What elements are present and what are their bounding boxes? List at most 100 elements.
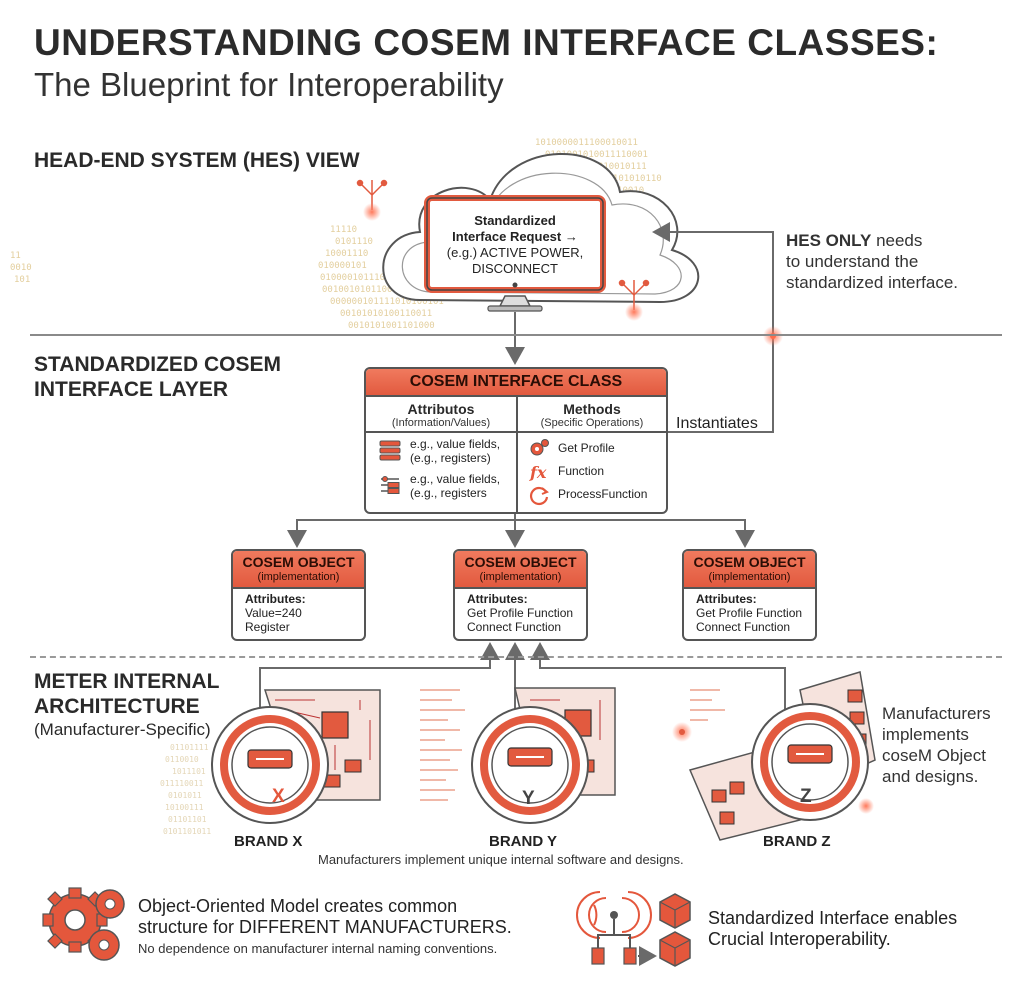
refresh-icon <box>529 486 549 506</box>
meter-heading: METER INTERNAL ARCHITECTURE (Manufacture… <box>34 669 220 741</box>
method-get-profile: Get Profile <box>558 441 615 455</box>
svg-text:11110: 11110 <box>330 225 357 235</box>
attributes-title: Attributos <box>407 401 475 417</box>
svg-text:01101111: 01101111 <box>170 743 209 752</box>
layer-heading: STANDARDIZED COSEM INTERFACE LAYER <box>34 352 281 402</box>
instantiates-label: Instantiates <box>676 415 758 432</box>
meter-divider-line <box>30 656 1002 658</box>
svg-text:0100001011100100: 0100001011100100 <box>320 273 407 283</box>
svg-text:0010: 0010 <box>10 263 32 273</box>
meter-heading-line-3: (Manufacturer-Specific) <box>34 720 211 739</box>
hes-note-rest: needs <box>871 231 923 250</box>
cosem-object-2: COSEM OBJECT (implementation) Attributes… <box>453 549 588 641</box>
binary-decoration: 1010000011100010011 0101001010011110001 … <box>10 138 662 331</box>
attribute-row-1-line-1: e.g., value fields, <box>410 437 501 451</box>
hes-divider-line <box>30 334 1002 336</box>
network-interop-icon <box>576 891 691 967</box>
gear-icon <box>530 439 549 456</box>
svg-text:00101010100110011: 00101010100110011 <box>340 309 432 319</box>
svg-text:0010101001101000: 0010101001101000 <box>348 321 435 331</box>
svg-text:011110011: 011110011 <box>160 779 204 788</box>
brand-y-label: BRAND Y <box>489 833 558 850</box>
svg-text:11: 11 <box>10 251 21 261</box>
svg-text:010000101: 010000101 <box>318 261 367 271</box>
monitor-line-1: Standardized <box>474 213 556 228</box>
footer-left-sub: No dependence on manufacturer internal n… <box>138 941 498 956</box>
layer-heading-line-1: STANDARDIZED COSEM <box>34 353 281 376</box>
svg-text:10001110: 10001110 <box>325 249 368 259</box>
svg-text:0101001010011110001: 0101001010011110001 <box>545 150 648 160</box>
page-title: UNDERSTANDING COSEM INTERFACE CLASSES: <box>34 22 939 63</box>
svg-text:1011101: 1011101 <box>172 767 206 776</box>
monitor-line-2: Interface Request → <box>452 229 578 244</box>
svg-text:0110010: 0110010 <box>165 755 199 764</box>
monitor-icon <box>424 195 606 312</box>
footer-right-text: Standardized Interface enables Crucial I… <box>708 908 957 950</box>
meter-note-line-1: Manufacturers <box>882 704 991 723</box>
svg-text:101: 101 <box>14 275 30 285</box>
hes-heading: HEAD-END SYSTEM (HES) VIEW <box>34 149 360 172</box>
meter-y-letter: Y <box>522 788 535 809</box>
methods-subtitle: (Specific Operations) <box>540 417 644 429</box>
binary-decoration-meters: 01101111 0110010 1011101 011110011 01010… <box>160 743 211 836</box>
footer-left-line-1: Object-Oriented Model creates common <box>138 896 458 916</box>
object-2-line-1: Get Profile Function <box>467 606 574 620</box>
meter-note: Manufacturers implements coseM Object an… <box>882 703 991 787</box>
class-box-title: COSEM INTERFACE CLASS <box>366 369 666 397</box>
methods-column: Methods (Specific Operations) Get Profil… <box>518 397 666 512</box>
gears-icon <box>42 887 125 961</box>
object-3-subtitle: (implementation) <box>708 571 791 583</box>
function-fx-icon: fx <box>529 463 547 482</box>
svg-text:0101110: 0101110 <box>335 237 373 247</box>
brand-z-label: BRAND Z <box>763 833 831 850</box>
meter-heading-line-1: METER INTERNAL <box>34 670 220 693</box>
svg-text:10100111: 10100111 <box>165 803 204 812</box>
circuit-decoration-left <box>356 179 388 221</box>
object-3-title: COSEM OBJECT <box>693 554 806 570</box>
object-1-title: COSEM OBJECT <box>242 554 355 570</box>
attributes-column: Attributos (Information/Values) e.g., va… <box>366 397 518 512</box>
code-lines-y <box>420 689 465 801</box>
object-1-line-2: Register <box>245 620 290 634</box>
page-subtitle: The Blueprint for Interoperability <box>34 66 504 103</box>
object-1-line-1: Value=240 <box>245 606 302 620</box>
hes-note-line-3: standardized interface. <box>786 273 958 292</box>
meter-note-line-2: implements <box>882 725 969 744</box>
object-3-line-1: Get Profile Function <box>696 606 803 620</box>
cosem-object-3: COSEM OBJECT (implementation) Attributes… <box>682 549 817 641</box>
svg-text:0101101011: 0101101011 <box>163 827 211 836</box>
method-function: Function <box>558 464 605 478</box>
method-process-function: ProcessFunction <box>558 487 648 501</box>
footer-left-text: Object-Oriented Model creates common str… <box>138 896 512 956</box>
attribute-row-1: e.g., value fields, (e.g., registers) <box>410 437 500 465</box>
object-3-attr-label: Attributes: <box>696 592 757 606</box>
meter-heading-line-2: ARCHITECTURE <box>34 695 200 718</box>
object-2-title: COSEM OBJECT <box>464 554 577 570</box>
object-1-attr-label: Attributes: <box>245 592 306 606</box>
svg-text:01101101: 01101101 <box>168 815 207 824</box>
monitor-line-4: DISCONNECT <box>472 261 558 276</box>
hes-note-line-2: to understand the <box>786 252 919 271</box>
footer-right-line-2: Crucial Interoperability. <box>708 929 891 949</box>
server-stack-icon <box>379 440 401 461</box>
attribute-row-1-line-2: (e.g., registers) <box>410 451 491 465</box>
svg-text:1010000011100010011: 1010000011100010011 <box>535 138 638 148</box>
hes-note: HES ONLY needs to understand the standar… <box>786 230 958 293</box>
monitor-line-3: (e.g.) ACTIVE POWER, <box>446 245 584 260</box>
cosem-interface-class-box: COSEM INTERFACE CLASS Attributos (Inform… <box>364 367 668 514</box>
brand-x-label: BRAND X <box>234 833 303 850</box>
meter-z-icon <box>751 703 869 821</box>
meter-note-line-4: and designs. <box>882 767 979 786</box>
cosem-object-1: COSEM OBJECT (implementation) Attributes… <box>231 549 366 641</box>
footer-right-line-1: Standardized Interface enables <box>708 908 958 928</box>
hes-note-bold: HES ONLY <box>786 231 872 250</box>
meter-caption: Manufacturers implement unique internal … <box>318 852 684 867</box>
footer-left-line-2: structure for DIFFERENT MANUFACTURERS. <box>138 917 512 937</box>
layer-heading-line-2: INTERFACE LAYER <box>34 378 229 401</box>
object-2-line-2: Connect Function <box>467 620 562 634</box>
svg-text:000000101111010100101: 000000101111010100101 <box>330 297 444 307</box>
code-lines-z <box>690 689 725 721</box>
meter-x-letter: X <box>272 786 285 807</box>
methods-title: Methods <box>563 401 621 417</box>
